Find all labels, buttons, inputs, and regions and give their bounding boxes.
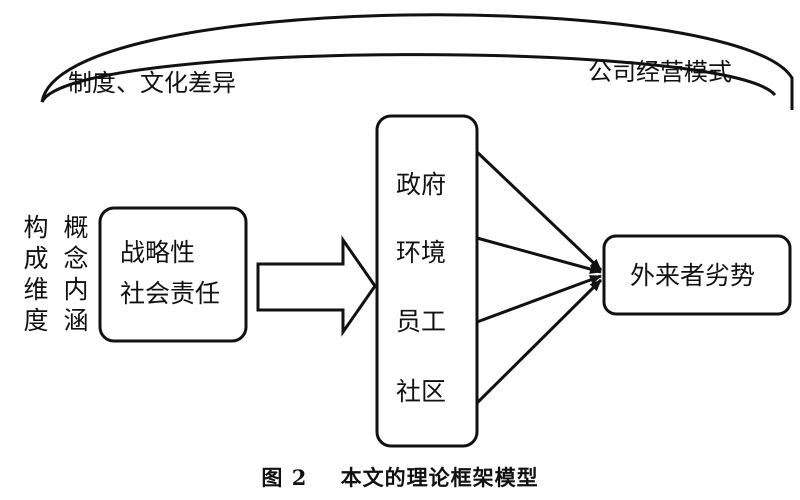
dimension-char: 构 xyxy=(23,213,49,242)
stakeholder-employees: 员工 xyxy=(396,307,447,336)
stakeholder-environment: 环境 xyxy=(396,238,447,267)
arrow-from-government xyxy=(475,150,603,272)
stakeholder-community: 社区 xyxy=(396,377,447,406)
strategic-label: 战略性 xyxy=(120,238,196,267)
connotation-char: 概 xyxy=(63,213,89,242)
liability-of-foreignness-box xyxy=(602,234,792,316)
connotation-column: 概 念 内 涵 xyxy=(62,212,90,336)
arrow-from-environment xyxy=(476,236,602,274)
dimension-char: 成 xyxy=(23,244,49,273)
arc-inner xyxy=(40,53,777,103)
arc-outer xyxy=(40,13,794,110)
connotation-char: 内 xyxy=(63,275,89,304)
arrow-from-community xyxy=(475,278,603,405)
figure-title: 本文的理论框架模型 xyxy=(340,465,539,490)
hollow-arrow xyxy=(256,235,377,337)
figure-number: 图 2 xyxy=(261,465,308,490)
connotation-char: 涵 xyxy=(63,306,89,335)
dimension-column: 构 成 维 度 xyxy=(22,212,50,336)
liability-label: 外来者劣势 xyxy=(630,261,756,290)
arrow-from-employees xyxy=(476,274,602,324)
strategic-csr-box xyxy=(98,206,248,343)
connotation-char: 念 xyxy=(63,244,89,273)
csr-label: 社会责任 xyxy=(120,279,221,308)
figure-caption: 图 2 本文的理论框架模型 xyxy=(0,462,800,492)
dimension-char: 维 xyxy=(23,275,49,304)
stakeholder-government: 政府 xyxy=(396,170,447,199)
stakeholder-box xyxy=(375,114,479,448)
arc-left-label: 制度、文化差异 xyxy=(68,69,236,97)
dimension-char: 度 xyxy=(23,306,49,335)
arc-right-label: 公司经营模式 xyxy=(588,58,732,86)
